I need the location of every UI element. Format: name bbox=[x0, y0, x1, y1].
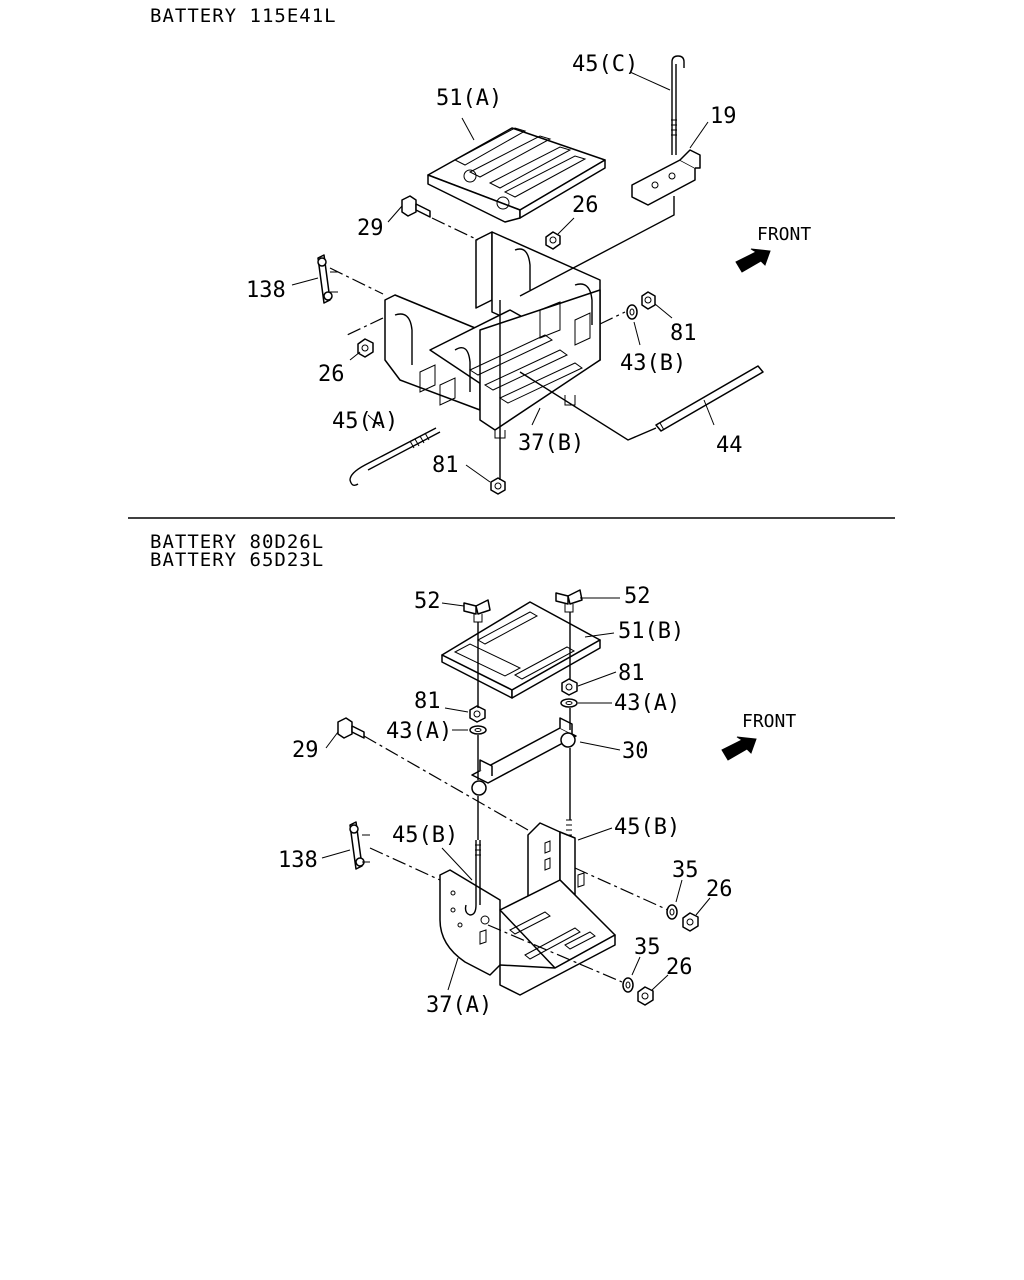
hook-rod-45b-left bbox=[464, 840, 481, 916]
assembly-lines-bottom bbox=[321, 597, 711, 991]
callout-52-right: 52 bbox=[624, 584, 651, 609]
bracket-30 bbox=[471, 717, 577, 796]
callout-52-left: 52 bbox=[414, 589, 441, 614]
callout-45c: 45(C) bbox=[572, 52, 638, 77]
battery-tray-37b bbox=[384, 231, 601, 439]
nut-81-left bbox=[469, 705, 486, 723]
section-battery-115e41l: BATTERY 115E41L bbox=[150, 5, 811, 495]
callout-81-right: 81 bbox=[618, 661, 645, 686]
nut-81-right bbox=[561, 678, 578, 696]
washer-43a-right bbox=[560, 698, 578, 708]
callout-26-upper: 26 bbox=[706, 877, 733, 902]
callout-26-lower: 26 bbox=[666, 955, 693, 980]
callout-138: 138 bbox=[246, 278, 286, 303]
hook-rod-45b-right bbox=[566, 819, 572, 836]
callout-81-lower: 81 bbox=[432, 453, 459, 478]
callout-43b: 43(B) bbox=[620, 351, 686, 376]
wing-nut-52-right bbox=[555, 589, 583, 613]
callout-37b: 37(B) bbox=[518, 431, 584, 456]
bolt-29-bottom bbox=[337, 717, 365, 739]
callout-29: 29 bbox=[357, 216, 384, 241]
washer-43b bbox=[626, 304, 638, 320]
section-header-1: BATTERY 80D26L bbox=[150, 531, 324, 553]
rod-44 bbox=[655, 365, 764, 432]
callout-45a: 45(A) bbox=[332, 409, 398, 434]
nut-81-upper bbox=[641, 291, 656, 310]
callout-138: 138 bbox=[278, 848, 318, 873]
callout-45b-right: 45(B) bbox=[614, 815, 680, 840]
callout-26-upper: 26 bbox=[572, 193, 599, 218]
hold-down-plate-51b bbox=[441, 601, 601, 699]
washer-35-lower bbox=[622, 977, 634, 993]
assembly-lines-top bbox=[291, 71, 715, 483]
callout-30: 30 bbox=[622, 739, 649, 764]
hold-down-plate-51a bbox=[427, 127, 606, 223]
front-label: FRONT bbox=[757, 224, 811, 245]
washer-35-upper bbox=[666, 904, 678, 920]
callout-51b: 51(B) bbox=[618, 619, 684, 644]
hook-rod-45a bbox=[349, 427, 441, 487]
battery-tray-37a bbox=[439, 822, 616, 996]
section-battery-80d26l-65d23l: BATTERY 80D26L BATTERY 65D23L bbox=[150, 531, 796, 1018]
washer-43a-left bbox=[469, 725, 487, 735]
bolt-29-top bbox=[401, 195, 431, 218]
front-label: FRONT bbox=[742, 711, 796, 732]
callout-35-upper: 35 bbox=[672, 858, 699, 883]
wing-nut-52-left bbox=[463, 599, 491, 623]
nut-26-lower bbox=[357, 338, 374, 358]
nut-26-upper bbox=[545, 231, 561, 250]
nut-81-lower bbox=[490, 477, 506, 495]
callout-37a: 37(A) bbox=[426, 993, 492, 1018]
clamp-138-top bbox=[317, 254, 338, 304]
section-header-2: BATTERY 65D23L bbox=[150, 549, 324, 571]
callout-43a-left: 43(A) bbox=[386, 719, 452, 744]
bracket-19 bbox=[631, 149, 701, 206]
callout-45b-left: 45(B) bbox=[392, 823, 458, 848]
nut-26-lower-bottom bbox=[637, 986, 654, 1006]
front-arrow-bottom: FRONT bbox=[721, 711, 796, 761]
callout-26-lower: 26 bbox=[318, 362, 345, 387]
front-arrow-top: FRONT bbox=[735, 224, 811, 273]
nut-26-upper-bottom bbox=[682, 912, 699, 932]
callout-51a: 51(A) bbox=[436, 86, 502, 111]
callout-44: 44 bbox=[716, 433, 743, 458]
callout-29: 29 bbox=[292, 738, 319, 763]
callout-81-upper: 81 bbox=[670, 321, 697, 346]
callout-43a-right: 43(A) bbox=[614, 691, 680, 716]
hook-rod-45c bbox=[671, 55, 685, 155]
clamp-138-bottom bbox=[349, 821, 370, 870]
callout-19: 19 bbox=[710, 104, 737, 129]
section-header: BATTERY 115E41L bbox=[150, 5, 337, 27]
callout-81-left: 81 bbox=[414, 689, 441, 714]
callout-35-lower: 35 bbox=[634, 935, 661, 960]
